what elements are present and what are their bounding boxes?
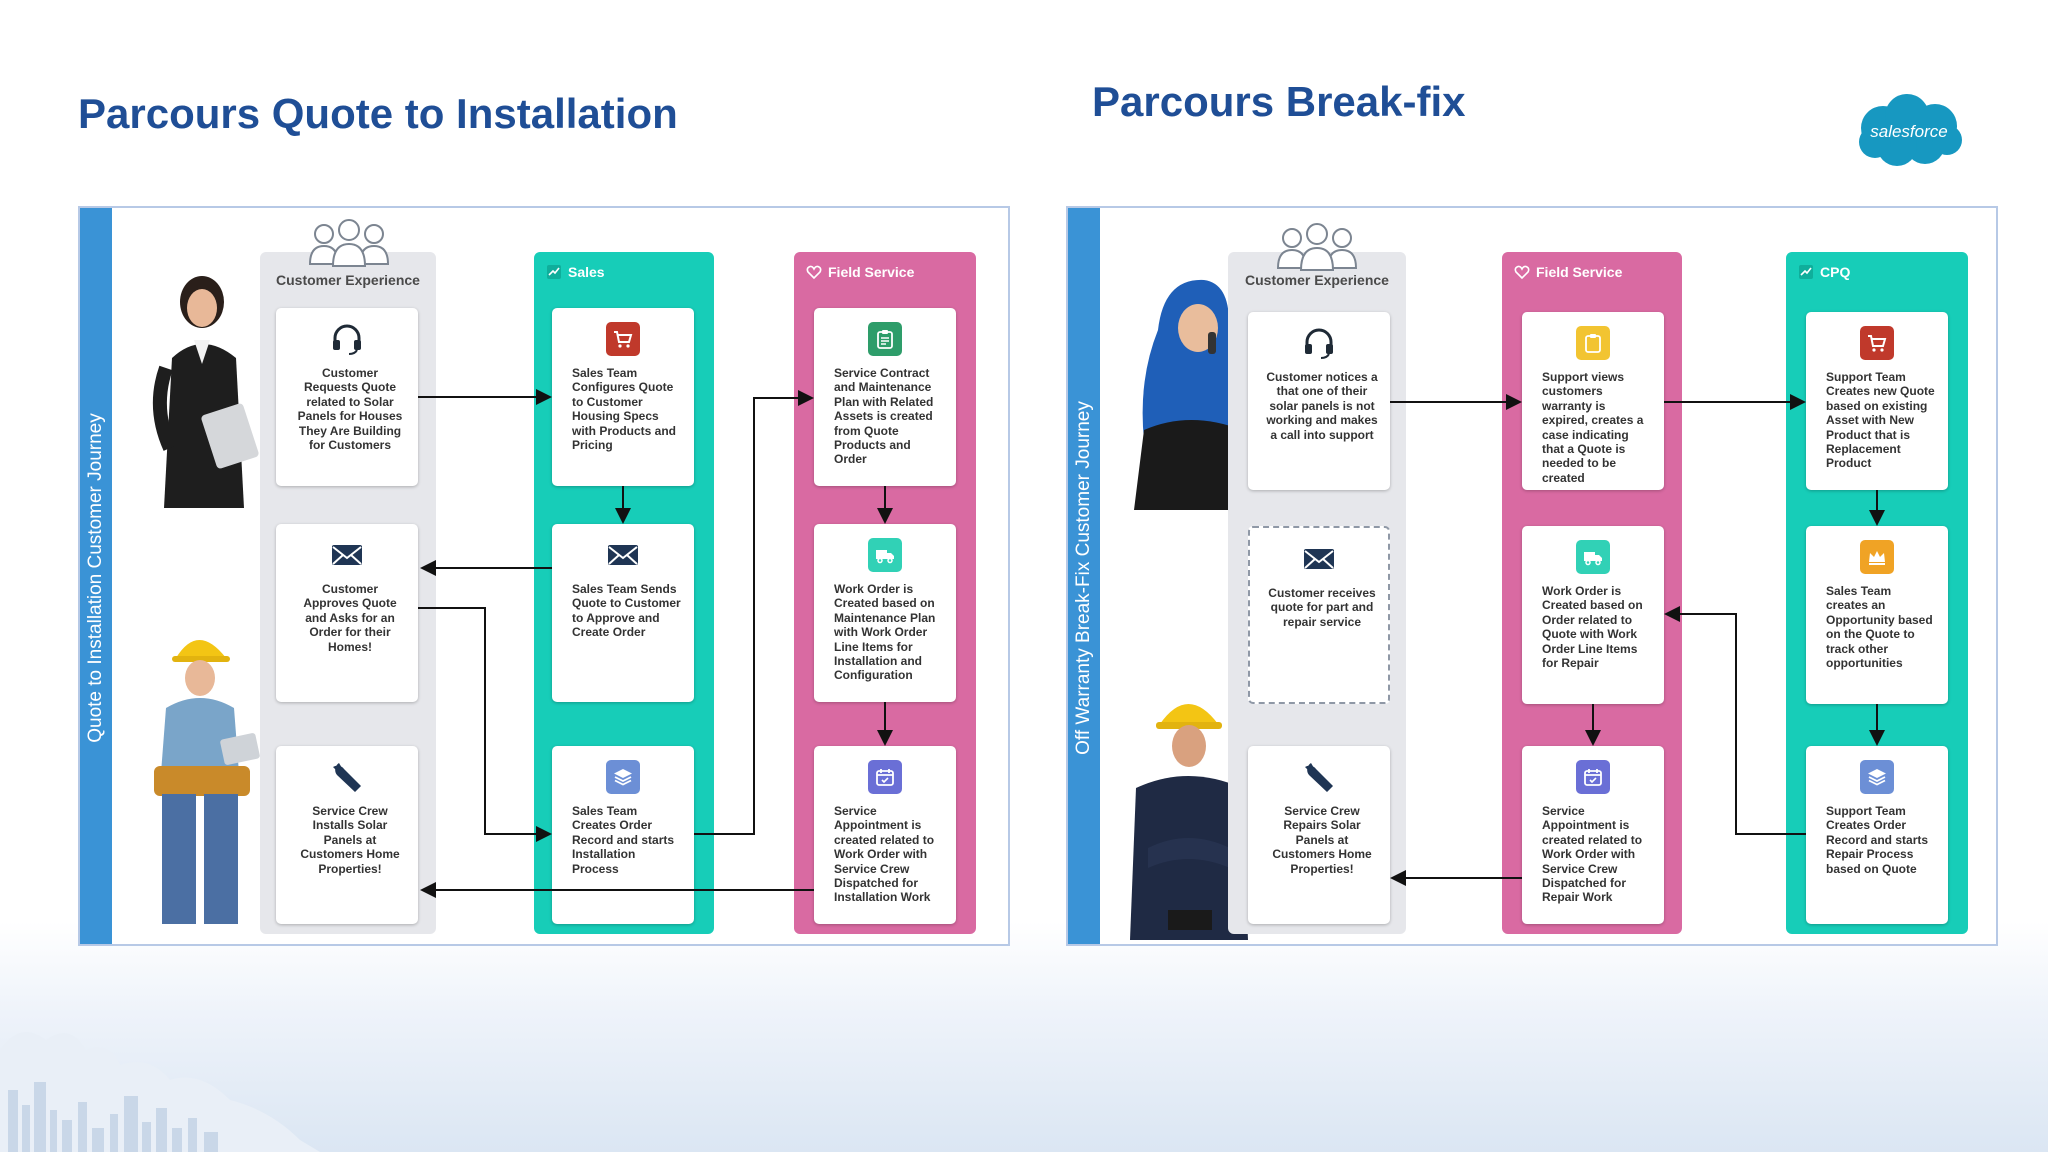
right-customer-step-2-text: Customer receives quote for part and rep… <box>1268 586 1376 629</box>
right-panel-side-bar <box>1068 208 1100 944</box>
left-sales-step-2: Sales Team Sends Quote to Customer to Ap… <box>552 524 694 702</box>
left-field-step-3: Service Appointment is created related t… <box>814 746 956 924</box>
truck-icon <box>868 538 902 572</box>
salesforce-logo-text: salesforce <box>1870 122 1947 141</box>
right-lane-field-text: Field Service <box>1536 264 1623 280</box>
right-field-step-3: Service Appointment is created related t… <box>1522 746 1664 924</box>
right-lane-cpq-label: CPQ <box>1798 264 1850 280</box>
right-field-step-1: Support views customers warranty is expi… <box>1522 312 1664 490</box>
envelope-icon <box>608 545 638 565</box>
right-vertical-title: Off Warranty Break-Fix Customer Journey <box>1073 401 1094 755</box>
left-sales-step-2-text: Sales Team Sends Quote to Customer to Ap… <box>572 582 681 640</box>
cart-icon <box>606 322 640 356</box>
right-field-step-3-text: Service Appointment is created related t… <box>1542 804 1643 905</box>
crown-icon <box>1860 540 1894 574</box>
headset-icon <box>1305 328 1333 359</box>
right-slide-title: Parcours Break-fix <box>1092 78 1466 125</box>
right-cpq-step-2-text: Sales Team creates an Opportunity based … <box>1826 584 1933 670</box>
left-slide-title: Parcours Quote to Installation <box>78 90 678 137</box>
left-field-step-3-text: Service Appointment is created related t… <box>834 804 935 905</box>
layers-icon <box>1860 760 1894 794</box>
skyline-decoration <box>0 1032 320 1152</box>
left-customer-step-2-text: Customer Approves Quote and Asks for an … <box>303 582 397 654</box>
right-field-step-2-text: Work Order is Created based on Order rel… <box>1542 584 1643 670</box>
wrench-icon <box>1305 763 1333 792</box>
chart-mini-icon <box>547 265 561 279</box>
left-customer-step-1: Customer Requests Quote related to Solar… <box>276 308 418 486</box>
left-vertical-title: Quote to Installation Customer Journey <box>85 413 106 743</box>
envelope-icon <box>332 545 362 565</box>
left-sales-step-3-text: Sales Team Creates Order Record and star… <box>572 804 675 876</box>
right-cpq-step-1-text: Support Team Creates new Quote based on … <box>1826 370 1935 471</box>
left-field-step-2: Work Order is Created based on Maintenan… <box>814 524 956 702</box>
left-sales-step-1-text: Sales Team Configures Quote to Customer … <box>572 366 677 452</box>
clipboard-icon <box>1576 326 1610 360</box>
truck-icon <box>1576 540 1610 574</box>
right-customer-step-1-text: Customer notices a that one of their sol… <box>1266 370 1378 442</box>
left-customer-step-3-text: Service Crew Installs Solar Panels at Cu… <box>300 804 400 876</box>
left-lane-field-label: Field Service <box>806 264 914 280</box>
right-customer-step-3: Service Crew Repairs Solar Panels at Cus… <box>1248 746 1390 924</box>
left-customer-step-2: Customer Approves Quote and Asks for an … <box>276 524 418 702</box>
right-field-step-2: Work Order is Created based on Order rel… <box>1522 526 1664 704</box>
heart-mini-icon <box>1514 265 1530 280</box>
right-lane-customer-label: Customer Experience <box>1245 272 1389 288</box>
left-customer-step-1-text: Customer Requests Quote related to Solar… <box>297 366 403 452</box>
left-panel-side-bar <box>80 208 112 944</box>
right-lane-cpq-text: CPQ <box>1820 264 1851 280</box>
worker-woman-photo <box>154 640 260 924</box>
left-sales-step-1: Sales Team Configures Quote to Customer … <box>552 308 694 486</box>
calendar-icon <box>868 760 902 794</box>
left-lane-sales-label: Sales <box>546 264 605 280</box>
people-group-icon <box>308 219 390 267</box>
left-journey-panel: Quote to Installation Customer Journey C… <box>78 206 1010 946</box>
headset-icon <box>333 324 361 355</box>
right-customer-step-1: Customer notices a that one of their sol… <box>1248 312 1390 490</box>
businesswoman-photo <box>152 276 259 508</box>
left-lane-field-text: Field Service <box>828 264 915 280</box>
envelope-icon <box>1304 549 1334 569</box>
left-field-step-2-text: Work Order is Created based on Maintenan… <box>834 582 936 683</box>
left-field-step-1: Service Contract and Maintenance Plan wi… <box>814 308 956 486</box>
left-lane-customer-label: Customer Experience <box>276 272 420 288</box>
right-customer-step-2: Customer receives quote for part and rep… <box>1248 526 1390 704</box>
cart-icon <box>1860 326 1894 360</box>
salesforce-logo: salesforce <box>1859 94 1962 166</box>
right-cpq-step-1: Support Team Creates new Quote based on … <box>1806 312 1948 490</box>
right-field-step-1-text: Support views customers warranty is expi… <box>1542 370 1644 485</box>
right-cpq-step-2: Sales Team creates an Opportunity based … <box>1806 526 1948 704</box>
left-field-step-1-text: Service Contract and Maintenance Plan wi… <box>834 366 934 467</box>
right-lane-field-label: Field Service <box>1514 264 1622 280</box>
clipboard-icon <box>868 322 902 356</box>
heart-mini-icon <box>806 265 822 280</box>
right-cpq-step-3: Support Team Creates Order Record and st… <box>1806 746 1948 924</box>
right-cpq-step-3-text: Support Team Creates Order Record and st… <box>1826 804 1929 876</box>
left-customer-step-3: Service Crew Installs Solar Panels at Cu… <box>276 746 418 924</box>
calendar-icon <box>1576 760 1610 794</box>
people-group-icon <box>1276 223 1358 271</box>
layers-icon <box>606 760 640 794</box>
right-journey-panel: Off Warranty Break-Fix Customer Journey … <box>1066 206 1998 946</box>
worker-man-photo <box>1130 704 1248 940</box>
wrench-icon <box>333 763 361 792</box>
left-sales-step-3: Sales Team Creates Order Record and star… <box>552 746 694 924</box>
left-lane-sales-text: Sales <box>568 264 605 280</box>
support-agent-hijab-photo <box>1134 279 1246 510</box>
chart-mini-icon <box>1799 265 1813 279</box>
right-customer-step-3-text: Service Crew Repairs Solar Panels at Cus… <box>1272 804 1372 876</box>
